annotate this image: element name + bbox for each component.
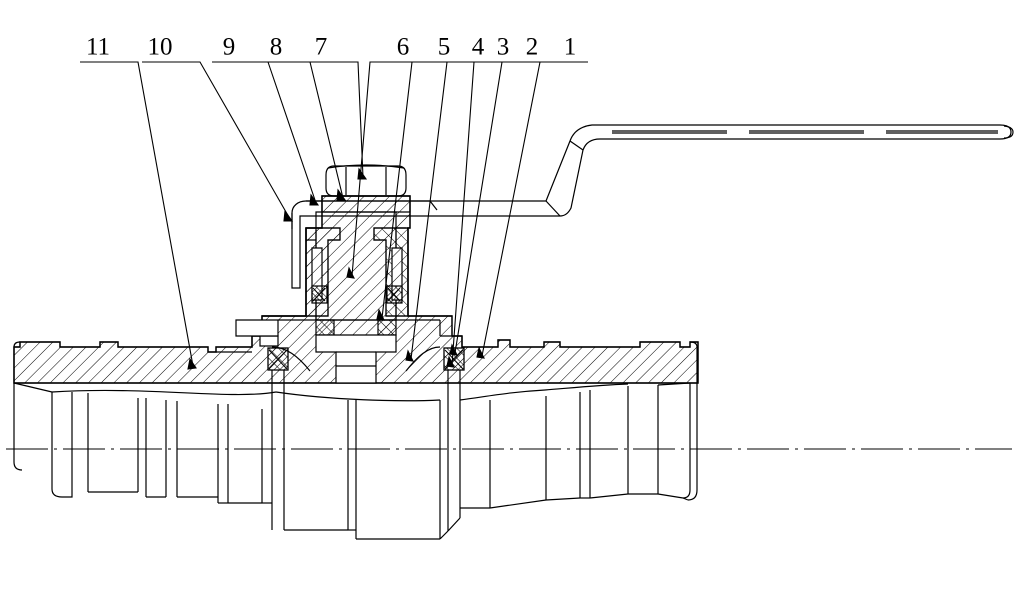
leader-11 <box>80 61 197 370</box>
leader-1 <box>476 61 588 359</box>
callout-number-6: 6 <box>396 33 410 61</box>
ball-chamber <box>216 319 463 384</box>
leader-8 <box>260 61 347 201</box>
leader-5 <box>376 61 461 321</box>
leader-9 <box>212 61 320 206</box>
leader-3 <box>446 61 520 368</box>
leader-2 <box>449 61 549 356</box>
callout-number-5: 5 <box>437 33 451 61</box>
callout-number-1: 1 <box>563 33 577 61</box>
valve-body-outline-lower <box>13 382 698 540</box>
callout-number-10: 10 <box>147 33 173 61</box>
callout-number-9: 9 <box>222 33 236 61</box>
valve-body-section <box>13 195 699 384</box>
callout-number-11: 11 <box>85 33 111 61</box>
callout-leaders <box>80 61 588 370</box>
callout-number-8: 8 <box>269 33 283 61</box>
leader-10 <box>142 61 294 222</box>
callout-number-2: 2 <box>525 33 539 61</box>
callout-number-4: 4 <box>471 33 485 61</box>
callout-number-7: 7 <box>314 33 328 61</box>
leader-6 <box>346 61 420 279</box>
callout-number-3: 3 <box>496 33 510 61</box>
